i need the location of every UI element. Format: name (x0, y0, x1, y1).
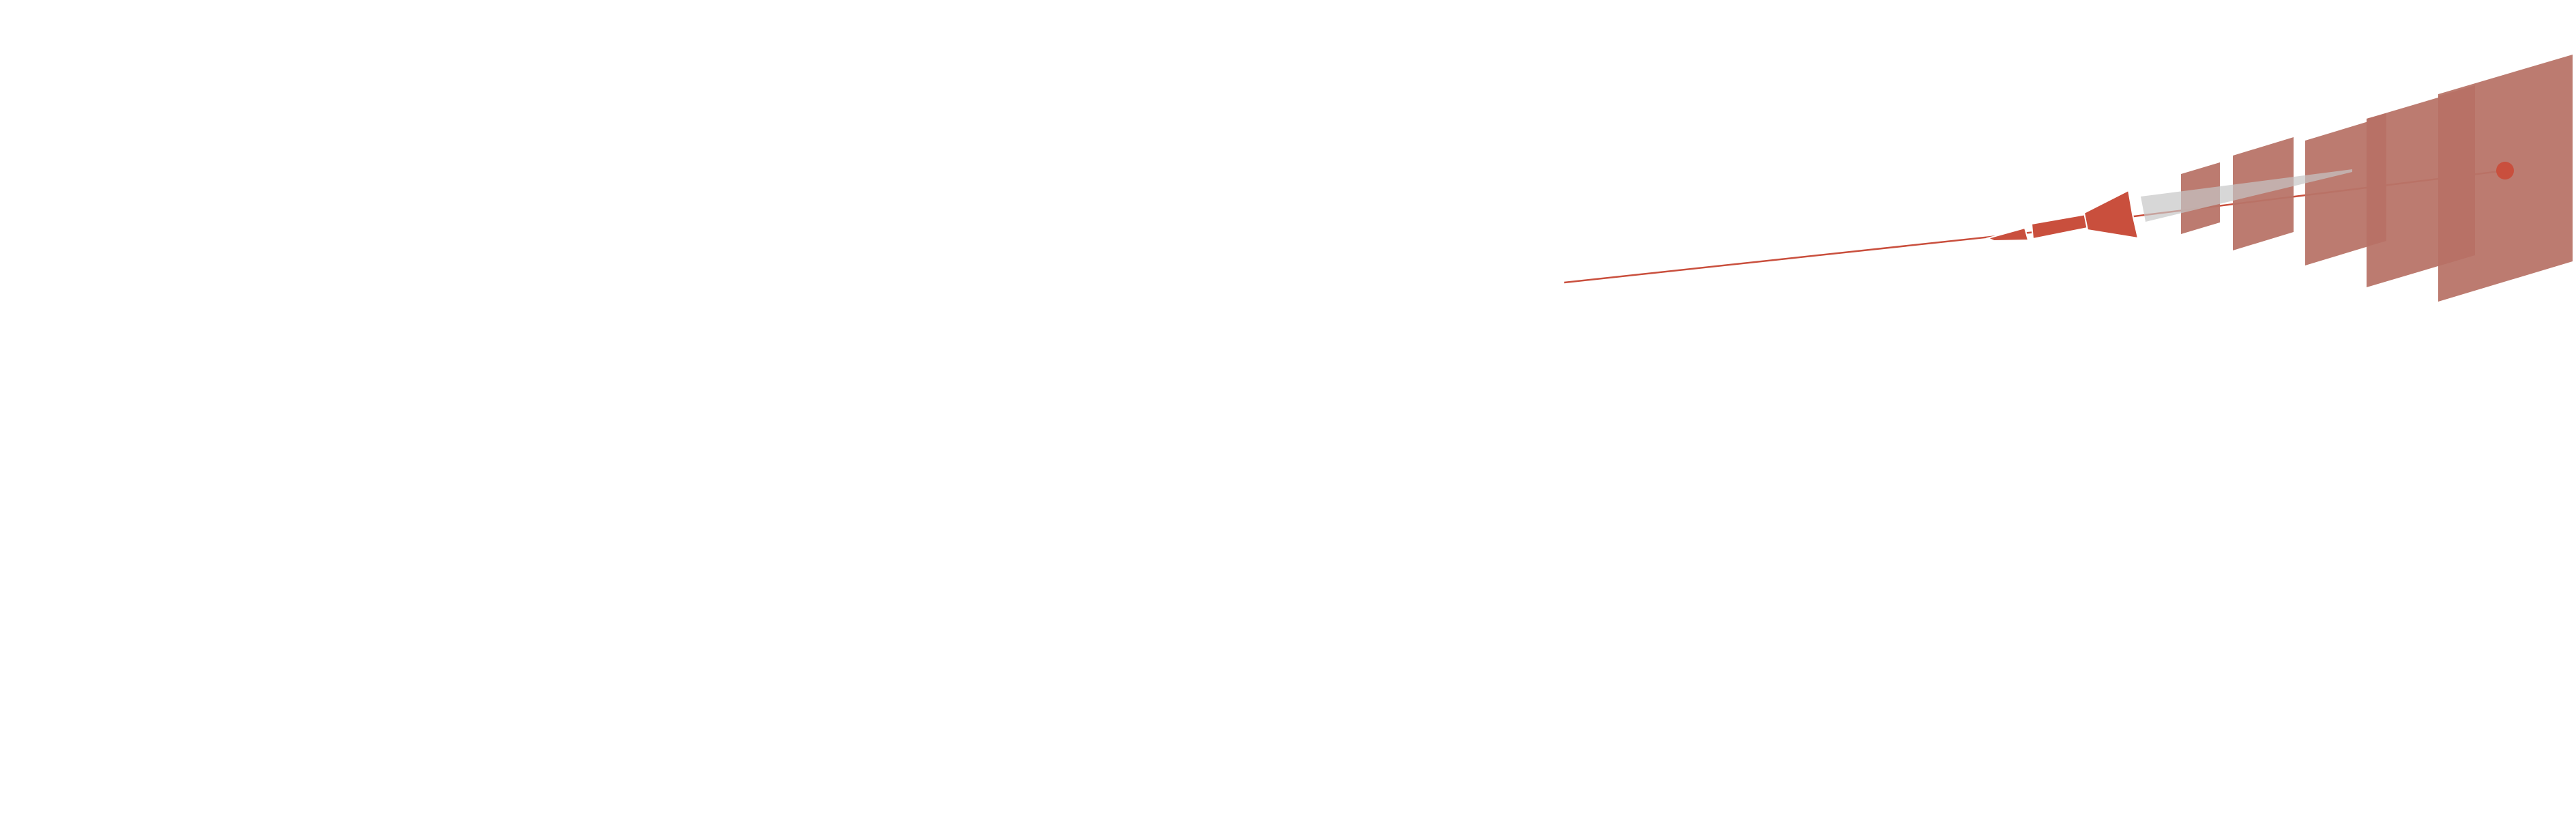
panel-2 (2233, 137, 2294, 250)
trajectory-line (1564, 227, 2068, 284)
arrow-pointer-icon (1986, 189, 2139, 242)
arrow-tip-segment (1986, 227, 2030, 242)
arrow-head (2083, 189, 2139, 240)
target-dot-icon (2496, 162, 2514, 179)
arrow-shaft (2030, 213, 2089, 240)
panel-3 (2305, 116, 2386, 265)
arrow-shadow (2141, 169, 2352, 222)
